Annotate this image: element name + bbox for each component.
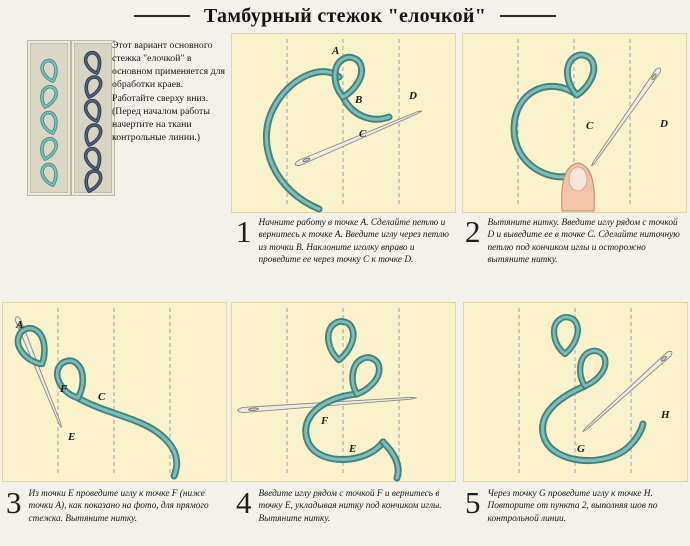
step-4-illustration: F E [231,302,456,482]
step-3-caption: 3 Из точки E проведите иглу к точке F (н… [6,485,220,525]
step-2-caption: 2 Вытяните нитку. Введите иглу рядом с т… [465,214,685,266]
intro-text: Этот вариант основного стежка "елочкой" … [112,40,225,143]
point-label-e: E [348,443,356,455]
step-4-number: 4 [236,485,252,520]
step-3-text: Из точки E проведите иглу к точке F (ниж… [28,489,209,524]
step-1-number: 1 [236,214,252,249]
point-label-a: A [15,319,23,331]
point-label-a: A [331,45,339,57]
point-label-d: D [659,118,668,130]
step-3-number: 3 [6,485,22,520]
step-2-number: 2 [465,214,481,249]
stitch-sample-navy [71,40,115,196]
title-rule-left [133,15,190,17]
step-4-caption: 4 Введите иглу рядом с точкой F и вернит… [236,485,452,525]
finger [561,162,595,212]
step-4-text: Введите иглу рядом с точкой F и вернитес… [258,489,442,524]
point-label-e: E [67,431,75,443]
point-label-b: B [354,94,362,106]
step-2-text: Вытяните нитку. Введите иглу рядом с точ… [487,218,680,265]
title-rule-right [500,15,557,17]
point-label-c: C [98,391,106,403]
step-5-caption: 5 Через точку G проведите иглу к точке H… [465,485,685,525]
point-label-g: G [577,443,585,455]
stitch-sample-navy-image [74,43,112,193]
point-label-c: C [586,120,594,132]
step-1-caption: 1 Начните работу в точке A. Сделайте пет… [236,214,453,266]
page-header: Тамбурный стежок "елочкой" [0,0,690,32]
step-2-illustration: C D [462,33,687,213]
step-5-number: 5 [465,485,481,520]
point-label-d: D [408,90,417,102]
step-3-illustration: A F C E [2,302,227,482]
point-label-f: F [59,383,68,395]
page-title: Тамбурный стежок "елочкой" [203,4,487,27]
point-label-c: C [359,128,367,140]
step-5-text: Через точку G проведите иглу к точке H. … [487,489,658,524]
step-1-text: Начните работу в точке A. Сделайте петлю… [258,218,449,265]
point-label-h: H [660,409,670,421]
point-label-f: F [320,415,329,427]
stitch-sample-teal [27,40,71,196]
stitch-sample-teal-image [30,43,68,193]
step-5-illustration: G H [463,302,688,482]
step-1-illustration: A B C D [231,33,456,213]
